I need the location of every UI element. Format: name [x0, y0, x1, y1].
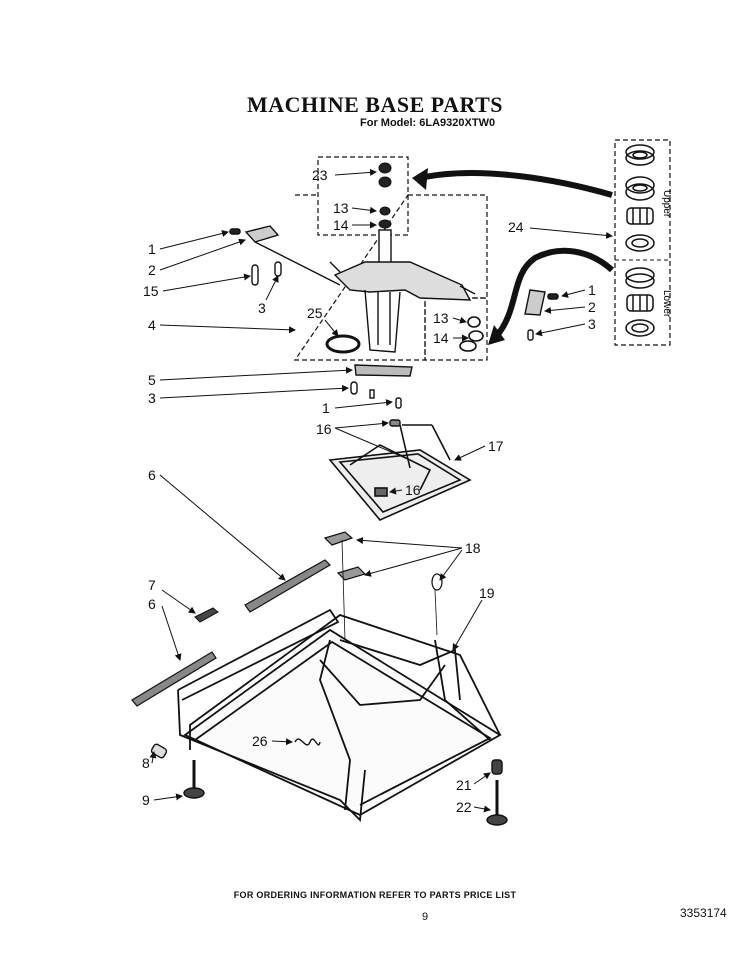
left-clip-parts — [229, 225, 341, 286]
callout-15: 15 — [143, 283, 159, 299]
machine-base-frame — [177, 608, 502, 822]
callout-1-left: 1 — [148, 241, 156, 257]
page-title: MACHINE BASE PARTS — [247, 92, 503, 117]
callout-8: 8 — [142, 755, 150, 771]
upper-bearing-label: Upper — [661, 190, 672, 218]
ordering-note: FOR ORDERING INFORMATION REFER TO PARTS … — [233, 890, 517, 900]
document-number: 3353174 — [680, 906, 727, 920]
upper-bearing-arrow — [419, 170, 613, 198]
callout-1-center: 1 — [322, 400, 330, 416]
center-brackets — [350, 364, 413, 427]
lower-seal-box — [424, 297, 488, 361]
callout-6-upper: 6 — [148, 467, 156, 483]
top-frame — [328, 424, 472, 521]
callout-6-lower: 6 — [148, 596, 156, 612]
right-clip-parts — [524, 289, 559, 341]
callout-25: 25 — [307, 305, 323, 321]
callout-19: 19 — [479, 585, 495, 601]
callout-22: 22 — [456, 799, 472, 815]
callout-7: 7 — [148, 577, 156, 593]
callout-2-right: 2 — [588, 299, 596, 315]
callout-23: 23 — [312, 167, 328, 183]
callout-24: 24 — [508, 219, 524, 235]
seal-stack — [378, 162, 392, 229]
seal-group-box — [317, 156, 409, 236]
spring — [294, 738, 321, 746]
lower-bearing-label: Lower — [661, 290, 672, 318]
callout-13-lower: 13 — [433, 310, 449, 326]
upper-bearings — [625, 144, 655, 252]
upper-rail — [244, 559, 331, 613]
callout-13-upper: 13 — [333, 200, 349, 216]
callout-3-left: 3 — [258, 300, 266, 316]
page-number: 9 — [422, 911, 429, 923]
lower-bearing-arrow — [492, 247, 615, 340]
callout-3-right: 3 — [588, 316, 596, 332]
bearing-kit-box — [614, 139, 671, 346]
right-leveling-leg — [486, 759, 508, 826]
suspension-clips — [323, 531, 443, 591]
callout-4: 4 — [148, 317, 156, 333]
lower-rail — [131, 651, 217, 707]
callout-26: 26 — [252, 733, 268, 749]
callout-16-upper: 16 — [316, 421, 332, 437]
callout-14-lower: 14 — [433, 330, 449, 346]
callout-2-left: 2 — [148, 262, 156, 278]
callout-21: 21 — [456, 777, 472, 793]
callout-3-center: 3 — [148, 390, 156, 406]
callout-5: 5 — [148, 372, 156, 388]
callout-9: 9 — [142, 792, 150, 808]
lower-bearings — [625, 267, 655, 337]
lower-seals — [459, 316, 484, 352]
gasket-ring — [325, 334, 361, 354]
callout-1-right: 1 — [588, 282, 596, 298]
callout-14-upper: 14 — [333, 217, 349, 233]
callout-16-lower: 16 — [405, 482, 421, 498]
rail-pad — [194, 607, 219, 623]
gearcase-assembly — [329, 229, 476, 353]
left-leveling-leg — [150, 743, 205, 799]
callout-17: 17 — [488, 438, 504, 454]
callout-18: 18 — [465, 540, 481, 556]
model-number: For Model: 6LA9320XTW0 — [360, 117, 496, 129]
